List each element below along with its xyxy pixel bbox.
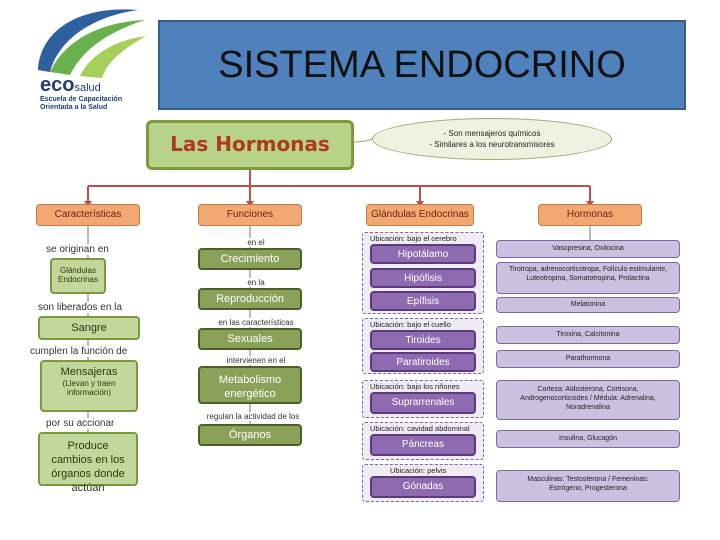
title-banner: [158, 20, 686, 110]
logo-brand-suffix: salud: [74, 82, 101, 94]
gland-hipotalamo: Hipotálamo: [370, 244, 476, 264]
gland-location: Ubicación: bajo el cuello: [370, 320, 451, 329]
connector-text: se originan en: [46, 244, 146, 255]
connector-text: son liberados en la: [38, 302, 158, 313]
hormone-box: Melatonina: [496, 297, 680, 313]
hormone-box: Corteza: Aldosterona, Cortisona, Androge…: [496, 380, 680, 420]
central-topic-box: [146, 120, 354, 170]
logo-swirl-icon: [38, 9, 146, 78]
box-metabolismo: Metabolismo energético: [198, 366, 302, 404]
gland-location: Ubicación: bajo los riñones: [370, 382, 460, 391]
cloud-line-2: - Similares a los neurotransmisores: [429, 140, 555, 149]
hormone-box: Tiroxina, Calcitonina: [496, 326, 680, 344]
box-sangre: Sangre: [38, 316, 140, 340]
box-mensajeras: Mensajeras (Llevan y traen información): [40, 360, 138, 412]
definition-cloud-text: - Son mensajeros químicos - Similares a …: [392, 128, 592, 150]
header-glandulas: Glándulas Endocrinas: [366, 204, 474, 226]
header-funciones: Funciones: [198, 204, 302, 226]
hormone-box: Tirotropa, adrenocorticotropa, Folículo …: [496, 262, 680, 294]
connector-text: intervienen en el: [206, 356, 306, 365]
gland-epifisis: Epífisis: [370, 291, 476, 311]
box-glandulas-endocrinas: Glándulas Endocrinas: [50, 258, 106, 294]
connector-text: por su accionar: [46, 418, 146, 429]
gland-paratiroides: Paratiroides: [370, 352, 476, 372]
connector-text: en la: [236, 278, 276, 287]
box-reproduccion: Reproducción: [198, 288, 302, 310]
box-sexuales: Sexuales: [198, 328, 302, 350]
gland-location: Ubicación: cavidad abdominal: [370, 424, 470, 433]
connector-text: en el: [236, 238, 276, 247]
box-mensajeras-sub: (Llevan y traen información): [62, 379, 116, 397]
header-hormonas: Hormonas: [538, 204, 642, 226]
box-crecimiento: Crecimiento: [198, 248, 302, 270]
hormone-box: Vasopresina, Oxitocina: [496, 240, 680, 258]
connector-text: en las características: [206, 318, 306, 327]
hormone-box: Insulina, Glucagón: [496, 430, 680, 448]
gland-location: Ubicación: bajo el cerebro: [370, 234, 457, 243]
logo-line2: Orientada a la Salud: [40, 104, 108, 111]
definition-cloud: [372, 118, 612, 160]
central-topic-label: Las Hormonas: [170, 132, 330, 156]
logo-line1: Escuela de Capacitación: [40, 96, 123, 103]
logo-brand-prefix: eco: [40, 74, 75, 96]
box-organos: Órganos: [198, 424, 302, 446]
gland-location: Ubicación: pelvis: [390, 466, 447, 475]
hormone-box: Masculinas: Testosterona / Femeninas: Es…: [496, 470, 680, 502]
logo: ecosalud Escuela de Capacitación Orienta…: [20, 0, 150, 115]
gland-pancreas: Páncreas: [370, 434, 476, 456]
cloud-line-1: - Son mensajeros químicos: [443, 129, 541, 138]
gland-hipofisis: Hipófisis: [370, 268, 476, 288]
connector-text: cumplen la función de: [30, 346, 154, 357]
box-mensajeras-label: Mensajeras: [60, 366, 118, 378]
gland-tiroides: Tiroides: [370, 330, 476, 350]
hormone-box: Parathormona: [496, 350, 680, 368]
header-caracteristicas: Características: [36, 204, 140, 226]
gland-suprarrenales: Suprarrenales: [370, 392, 476, 414]
page-title: SISTEMA ENDOCRINO: [218, 44, 626, 86]
connector-text: regulan la actividad de los: [198, 412, 308, 421]
logo-brand: ecosalud: [40, 74, 160, 97]
gland-gonadas: Gónadas: [370, 476, 476, 498]
box-produce-cambios: Produce cambios en los órganos donde act…: [38, 432, 138, 494]
